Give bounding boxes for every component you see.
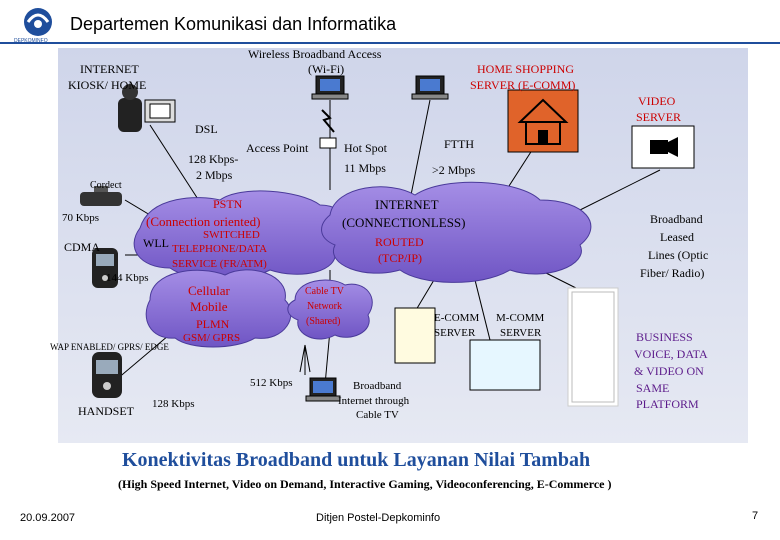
switched-label-2: TELEPHONE/DATA [172,243,268,255]
cellular-label-2: Mobile [190,299,228,314]
cordect-label: Cordect [90,180,122,191]
dsl-speed-label-1: 128 Kbps- [188,152,239,166]
hot-spot-label-2: 11 Mbps [344,161,386,175]
header-divider [0,42,780,44]
speed-128-label: 128 Kbps [152,398,195,410]
page-title: Departemen Komunikasi dan Informatika [70,14,397,34]
video-server-label-2: SERVER [636,110,682,124]
video-server-icon [631,125,695,169]
speed-512-label: 512 Kbps [250,377,293,389]
switched-label-3: SERVICE (FR/ATM) [172,258,267,270]
cable-cloud [287,279,373,340]
broadband-label-3: Lines (Optic [648,248,709,262]
cellular-label-1: Cellular [188,283,230,298]
ecomm-server-box [394,307,436,364]
cdma-speed-label: 144 Kbps [106,272,149,284]
business-label-5: PLATFORM [636,397,699,411]
house-icon [507,89,579,153]
ecomm-label-2: SERVER [434,327,476,339]
ftth-label: FTTH [444,137,474,151]
pstn-label: PSTN [213,197,243,211]
video-server-label-1: VIDEO [638,94,676,108]
cdma-label: CDMA [64,240,101,254]
switched-label-1: SWITCHED [203,229,260,241]
plmn-label-1: PLMN [196,317,230,331]
bb-cable-label-3: Cable TV [356,409,399,421]
cable-label-3: (Shared) [306,316,341,327]
access-point-icon [319,109,337,149]
internet-label: INTERNET [375,197,439,212]
main-title: Konektivitas Broadband untuk Layanan Nil… [122,449,591,471]
mcomm-label-2: SERVER [500,327,542,339]
wifi-laptop-icon [311,75,349,100]
cell-tower-icon [299,344,311,375]
wll-label: WLL [143,236,169,250]
logo-icon [24,8,52,36]
subtitle: (High Speed Internet, Video on Demand, I… [118,477,612,491]
bb-cable-label-1: Broadband [353,380,402,392]
cable-label-2: Network [307,301,342,312]
routed-label-1: ROUTED [375,235,424,249]
kiosk-person-icon [118,84,176,132]
ecomm-label-1: E-COMM [434,312,480,324]
access-point-label: Access Point [246,141,309,155]
cdma-phone-icon [92,248,118,288]
routed-label-2: (TCP/IP) [378,251,423,265]
footer-source: Ditjen Postel-Depkominfo [316,512,441,524]
internet-sub-label: (CONNECTIONLESS) [342,215,466,230]
mcomm-server-box [469,339,541,391]
internet-cloud [321,181,592,283]
hotspot-laptop-icon [411,75,449,100]
business-label-3: & VIDEO ON [634,364,704,378]
business-platform-box-inner [571,291,615,403]
bb-cable-label-2: Internet through [338,395,410,407]
logo-text: DEPKOMINFO [14,38,48,44]
business-label-4: SAME [636,381,670,395]
cordect-speed-label: 70 Kbps [62,212,99,224]
home-shopping-label-1: HOME SHOPPING [477,62,575,76]
plmn-label-2: GSM/ GPRS [183,332,241,344]
hot-spot-label-1: Hot Spot [344,141,388,155]
wap-label: WAP ENABLED/ GPRS/ EDGE [50,342,169,352]
broadband-label-2: Leased [660,230,694,244]
cellular-cloud [145,269,292,348]
cordect-phone-icon [80,186,122,206]
business-label-1: BUSINESS [636,330,693,344]
kiosk-label-1: INTERNET [80,62,139,76]
broadband-label-4: Fiber/ Radio) [640,266,705,280]
dsl-label: DSL [195,122,218,136]
page-number: 7 [752,510,759,522]
home-shopping-label-2: SERVER (E-COMM) [470,78,576,92]
cable-label-1: Cable TV [305,286,344,297]
wifi-label: (Wi-Fi) [308,62,345,76]
wireless-label: Wireless Broadband Access [248,47,382,61]
business-label-2: VOICE, DATA [634,347,708,361]
pstn-sub-label: (Connection oriented) [146,214,261,229]
logo [18,4,58,44]
cable-computer-icon [305,377,341,402]
mcomm-label-1: M-COMM [496,312,545,324]
kiosk-label-2: KIOSK/ HOME [68,78,147,92]
broadband-label-1: Broadband [650,212,703,226]
footer-date: 20.09.2007 [20,512,76,524]
dsl-speed-label-2: 2 Mbps [196,168,233,182]
handset-phone-icon [92,352,122,398]
ftth-speed-label: >2 Mbps [432,163,476,177]
handset-label: HANDSET [78,404,134,418]
